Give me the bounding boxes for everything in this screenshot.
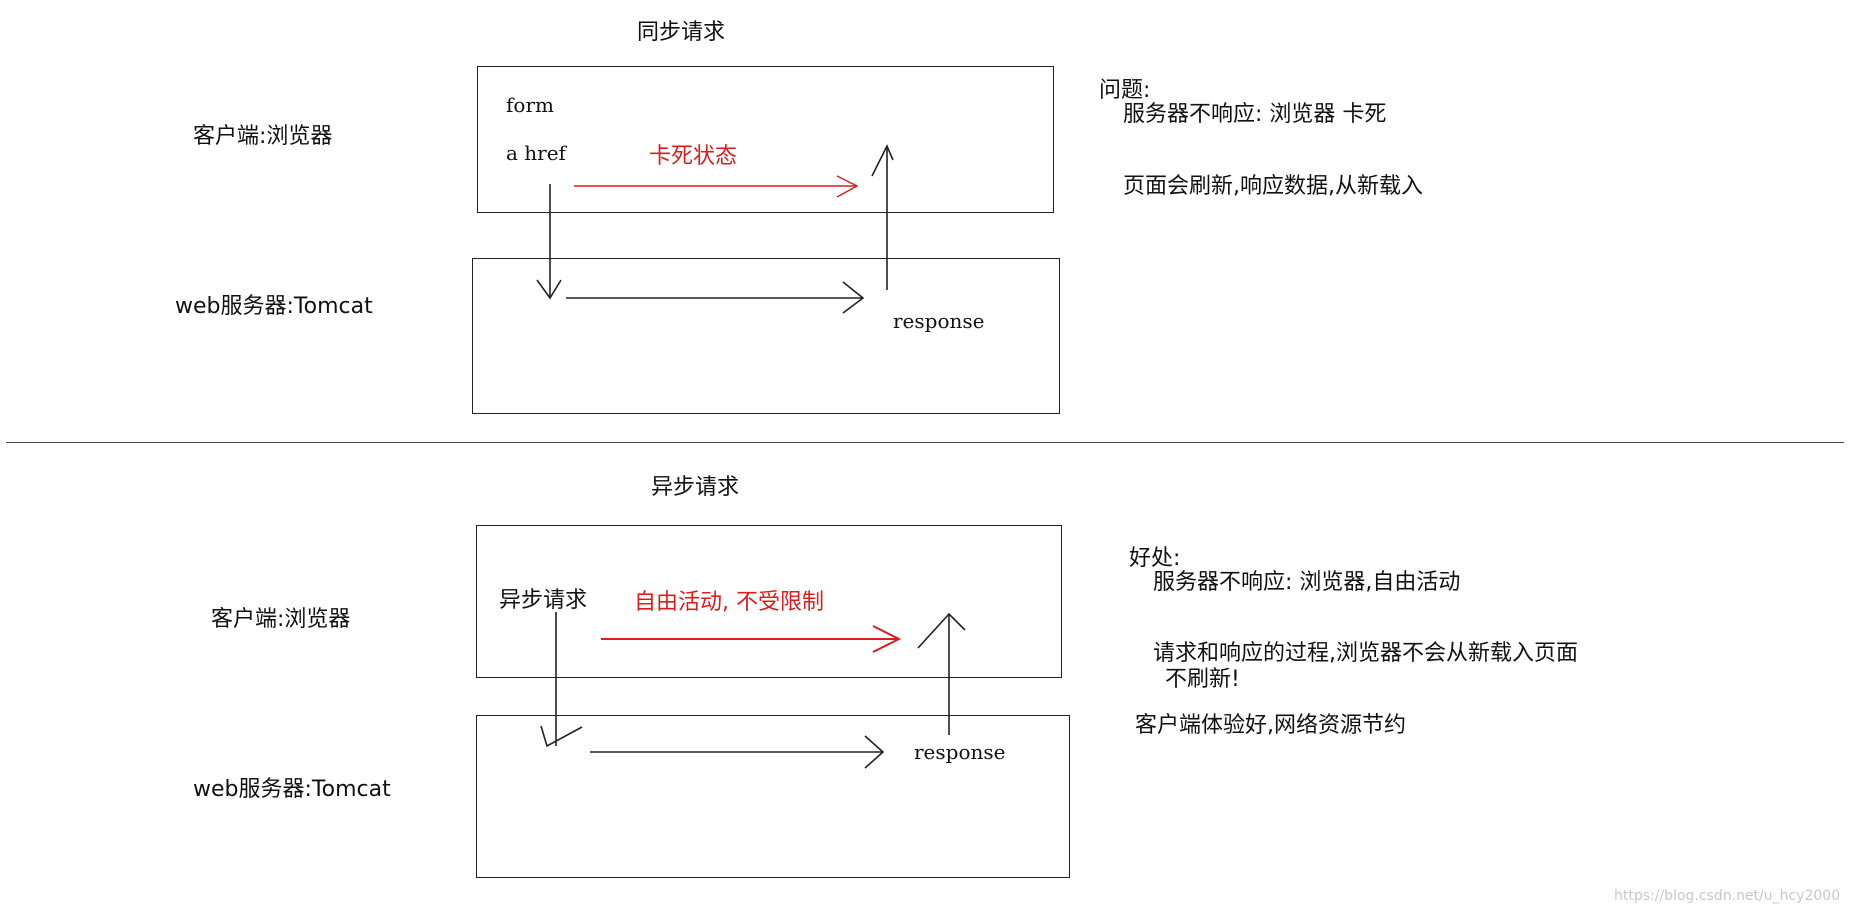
- sync-notes-line2: 页面会刷新,响应数据,从新载入: [1123, 174, 1423, 199]
- sync-notes-heading: 问题:: [1099, 78, 1151, 103]
- async-request-label: 异步请求: [499, 588, 588, 613]
- async-notes-heading: 好处:: [1129, 546, 1181, 571]
- async-response-label: response: [914, 740, 1006, 764]
- async-state-label: 自由活动, 不受限制: [634, 590, 824, 615]
- async-notes-line2b: 不刷新!: [1165, 667, 1240, 692]
- sync-response-label: response: [893, 309, 985, 333]
- sync-form-label: form: [506, 93, 554, 117]
- sync-server-label: web服务器:Tomcat: [175, 294, 373, 319]
- section-divider: [6, 442, 1844, 443]
- async-server-label: web服务器:Tomcat: [193, 777, 391, 802]
- sync-title: 同步请求: [637, 20, 726, 45]
- async-notes-line2a: 请求和响应的过程,浏览器不会从新载入页面: [1153, 641, 1578, 666]
- async-title: 异步请求: [651, 475, 740, 500]
- sync-server-box: [472, 258, 1060, 414]
- async-client-label: 客户端:浏览器: [211, 607, 351, 632]
- watermark: https://blog.csdn.net/u_hcy2000: [1614, 888, 1841, 904]
- async-notes-line3: 客户端体验好,网络资源节约: [1135, 713, 1406, 738]
- sync-client-label: 客户端:浏览器: [193, 124, 333, 149]
- async-notes-line1: 服务器不响应: 浏览器,自由活动: [1153, 570, 1461, 595]
- async-server-box: [476, 715, 1070, 878]
- sync-client-box: [477, 66, 1054, 213]
- sync-notes-line1: 服务器不响应: 浏览器 卡死: [1123, 102, 1387, 127]
- async-client-box: [476, 525, 1062, 678]
- sync-state-label: 卡死状态: [649, 144, 738, 169]
- sync-ahref-label: a href: [506, 141, 566, 165]
